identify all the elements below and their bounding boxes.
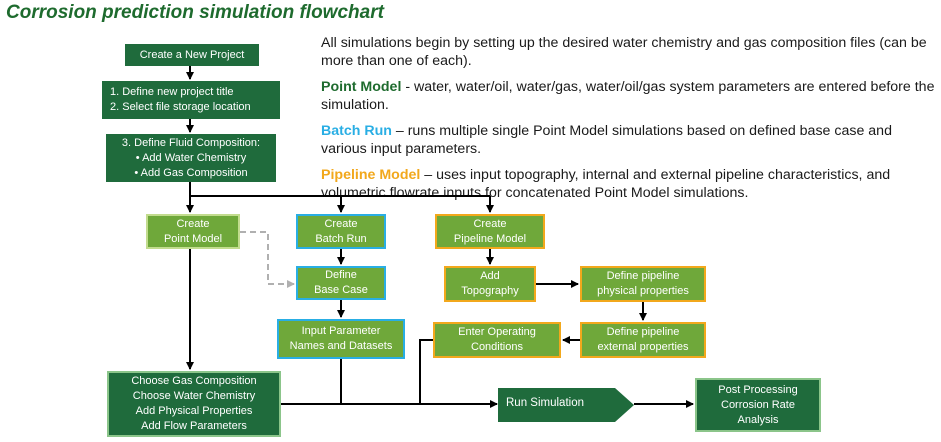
- description-intro: All simulations begin by setting up the …: [321, 35, 927, 69]
- create-new-project-label: Create a New Project: [139, 48, 245, 61]
- define-fluid-composition-box: 3. Define Fluid Composition: • Add Water…: [106, 134, 276, 182]
- post-processing-line-1: Post Processing: [718, 383, 798, 396]
- point-model-keyword: Point Model: [321, 79, 402, 95]
- create-pipeline-model-box: Create Pipeline Model: [435, 214, 545, 249]
- input-params-line-1: Input Parameter: [301, 325, 381, 337]
- choose-params-line-1: Choose Gas Composition: [131, 375, 257, 387]
- add-topography-line-2: Topography: [461, 285, 519, 297]
- choose-parameters-box: Choose Gas Composition Choose Water Chem…: [107, 371, 281, 437]
- description-batch-run: Batch Run – runs multiple single Point M…: [321, 122, 936, 158]
- define-title-line-2: 2. Select file storage location: [110, 101, 251, 113]
- enter-operating-conditions-box: Enter Operating Conditions: [433, 322, 561, 358]
- fluid-composition-item-water: • Add Water Chemistry: [135, 151, 247, 164]
- pipe-external-line-2: external properties: [597, 341, 689, 353]
- pipe-physical-line-2: physical properties: [597, 285, 689, 297]
- point-model-text: - water, water/oil, water/gas, water/oil…: [321, 79, 935, 113]
- create-batch-line-1: Create: [324, 217, 358, 230]
- define-base-case-box: Define Base Case: [296, 266, 386, 300]
- batch-run-text: – runs multiple single Point Model simul…: [321, 123, 892, 157]
- create-point-line-1: Create: [176, 217, 210, 230]
- pipe-physical-line-1: Define pipeline: [606, 270, 680, 282]
- create-batch-line-2: Batch Run: [315, 232, 367, 245]
- description-point-model: Point Model - water, water/oil, water/ga…: [321, 78, 936, 114]
- fluid-composition-heading: 3. Define Fluid Composition:: [121, 136, 261, 149]
- add-topography-line-1: Add: [480, 270, 500, 282]
- input-params-line-2: Names and Datasets: [289, 340, 393, 352]
- page-title: Corrosion prediction simulation flowchar…: [6, 2, 384, 23]
- create-new-project-box: Create a New Project: [125, 44, 259, 66]
- connector-operating-to-run: [419, 339, 433, 404]
- description-panel: All simulations begin by setting up the …: [321, 34, 936, 210]
- run-simulation-label: Run Simulation: [506, 397, 584, 409]
- define-base-line-1: Define: [325, 269, 357, 281]
- create-pipeline-line-1: Create: [473, 217, 507, 230]
- post-processing-line-2: Corrosion Rate: [721, 398, 795, 411]
- pipeline-model-keyword: Pipeline Model: [321, 167, 421, 183]
- define-title-line-1: 1. Define new project title: [110, 86, 234, 98]
- define-pipeline-physical-box: Define pipeline physical properties: [580, 266, 706, 302]
- post-processing-line-3: Analysis: [737, 413, 779, 426]
- input-parameter-box: Input Parameter Names and Datasets: [277, 319, 405, 359]
- run-simulation-arrow-shape: [498, 388, 634, 422]
- create-point-line-2: Point Model: [163, 232, 223, 245]
- define-project-title-box: 1. Define new project title 2. Select fi…: [102, 81, 280, 119]
- post-processing-box: Post Processing Corrosion Rate Analysis: [695, 378, 821, 432]
- batch-run-keyword: Batch Run: [321, 123, 392, 139]
- create-batch-run-box: Create Batch Run: [296, 214, 386, 249]
- define-pipeline-external-box: Define pipeline external properties: [580, 322, 706, 358]
- operating-conditions-line-2: Conditions: [471, 341, 523, 353]
- connector-point-to-base-dashed: [240, 231, 295, 288]
- choose-params-line-2: Choose Water Chemistry: [132, 390, 256, 402]
- choose-params-line-4: Add Flow Parameters: [141, 420, 247, 432]
- fluid-composition-item-gas: • Add Gas Composition: [134, 166, 248, 179]
- create-pipeline-line-2: Pipeline Model: [453, 232, 527, 245]
- create-point-model-box: Create Point Model: [146, 214, 240, 249]
- define-base-line-2: Base Case: [314, 284, 368, 296]
- operating-conditions-line-1: Enter Operating: [458, 326, 536, 338]
- choose-params-line-3: Add Physical Properties: [135, 405, 253, 417]
- pipe-external-line-1: Define pipeline: [606, 326, 680, 338]
- add-topography-box: Add Topography: [444, 266, 536, 302]
